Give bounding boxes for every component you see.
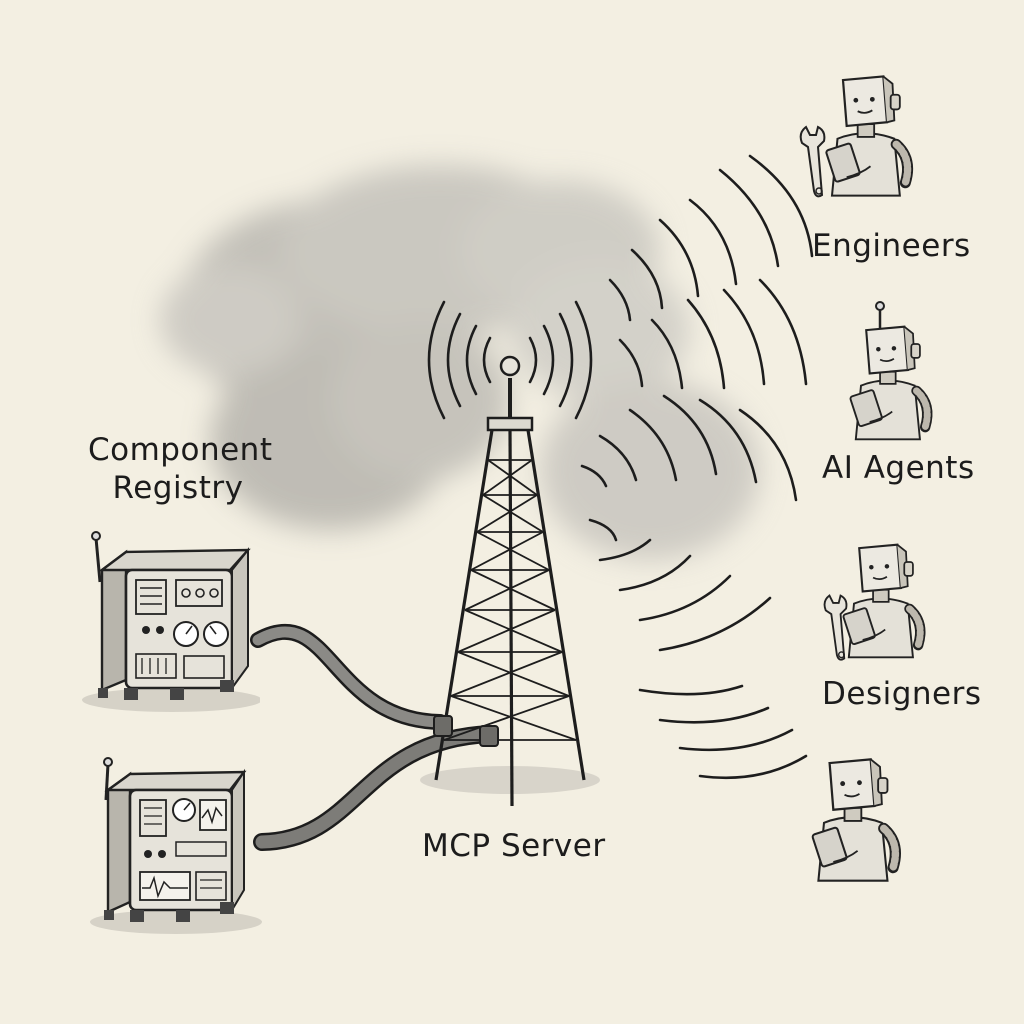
mcp-server-label: MCP Server <box>422 828 606 864</box>
designers-label: Designers <box>822 676 982 712</box>
robot-engineer <box>799 76 908 196</box>
robot-user <box>812 759 895 880</box>
radio-tower-icon <box>420 355 600 807</box>
registry-machine-top <box>80 530 260 714</box>
engineers-label: Engineers <box>812 228 971 264</box>
antenna-wave-icon <box>427 300 593 420</box>
robot-designer <box>823 545 921 660</box>
registry-machine-bottom <box>88 756 264 936</box>
data-cable <box>250 624 499 851</box>
robot-ai-agent <box>850 301 927 439</box>
registry-label-line1: Component <box>88 432 273 468</box>
ai-agents-label: AI Agents <box>822 450 975 486</box>
registry-label-line2: Registry <box>112 469 244 506</box>
smoke-cloud-icon <box>160 165 760 560</box>
radio-wave-icon <box>580 154 814 780</box>
component-registry-label: Component Registry <box>88 432 273 508</box>
